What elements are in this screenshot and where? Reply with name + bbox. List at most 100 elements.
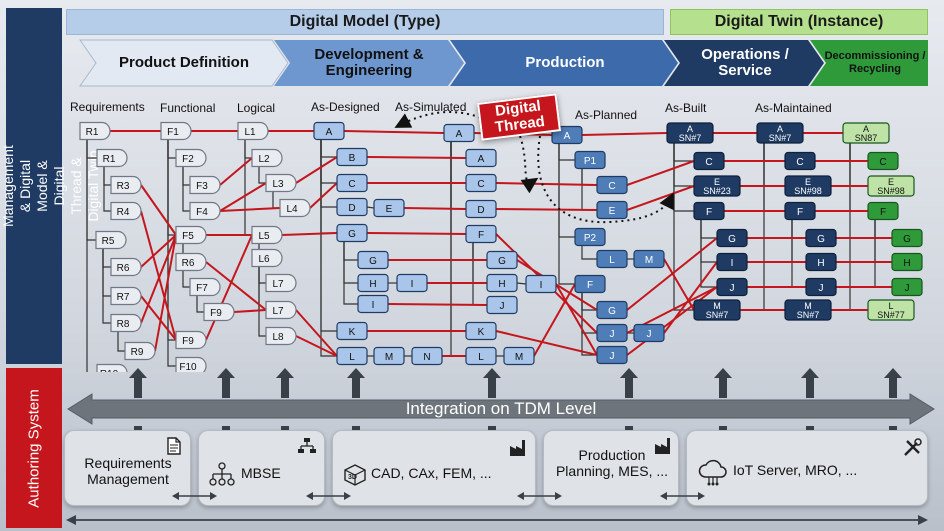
node-as-designed-e[interactable]: E: [373, 198, 405, 218]
node-as-designed-c[interactable]: C: [336, 173, 368, 193]
node-as-simulated-j[interactable]: J: [486, 295, 518, 315]
tdm-arrow-up: [714, 368, 732, 398]
node-as-built-c[interactable]: C: [693, 151, 725, 171]
node-as-simulated-m[interactable]: M: [503, 346, 535, 366]
node-as-planned-j[interactable]: J: [596, 345, 628, 365]
node-logical-l3[interactable]: L3: [265, 173, 297, 193]
node-logical-l7[interactable]: L7: [265, 273, 297, 293]
node-logical-l8[interactable]: L8: [265, 326, 297, 346]
node-functional-f3[interactable]: F3: [189, 175, 221, 195]
node-as-planned-e[interactable]: E: [596, 200, 628, 220]
node-as-maintained-c[interactable]: C: [784, 151, 816, 171]
node-as-simulated-i[interactable]: I: [525, 274, 557, 294]
node-as-simulated-a[interactable]: A: [465, 148, 497, 168]
node-logical-l5[interactable]: L5: [251, 225, 283, 245]
node-recycling-g[interactable]: G: [891, 228, 923, 248]
node-functional-f1[interactable]: F1: [160, 121, 192, 141]
node-recycling-h[interactable]: H: [891, 252, 923, 272]
node-as-designed-a[interactable]: A: [313, 121, 345, 141]
system-requirements-management[interactable]: Requirements Management: [64, 430, 191, 506]
node-as-maintained-j[interactable]: J: [805, 277, 837, 297]
node-functional-r6[interactable]: R6: [175, 252, 207, 272]
node-logical-l4[interactable]: L4: [279, 198, 311, 218]
node-as-simulated-l[interactable]: L: [465, 346, 497, 366]
node-as-built-m-sn-7[interactable]: MSN#7: [693, 299, 741, 321]
node-as-planned-p2[interactable]: P2: [574, 227, 606, 247]
node-requirements-r4[interactable]: R4: [110, 201, 142, 221]
node-requirements-r3[interactable]: R3: [110, 175, 142, 195]
node-requirements-r9[interactable]: R9: [124, 341, 156, 361]
node-logical-l2[interactable]: L2: [251, 148, 283, 168]
node-recycling-f[interactable]: F: [867, 201, 899, 221]
node-as-planned-j[interactable]: J: [596, 323, 628, 343]
node-as-built-e-sn-23[interactable]: ESN#23: [693, 175, 741, 197]
node-requirements-r1[interactable]: R1: [79, 121, 111, 141]
node-as-planned-p1[interactable]: P1: [574, 150, 606, 170]
node-as-maintained-h[interactable]: H: [805, 252, 837, 272]
node-as-planned-m[interactable]: M: [633, 249, 665, 269]
system-production-planning[interactable]: Production Planning, MES, ...: [543, 430, 679, 506]
node-as-simulated-d[interactable]: D: [465, 199, 497, 219]
node-as-designed-b[interactable]: B: [336, 147, 368, 167]
node-as-designed-i[interactable]: I: [396, 273, 428, 293]
node-as-planned-j[interactable]: J: [633, 323, 665, 343]
node-requirements-r8[interactable]: R8: [110, 313, 142, 333]
node-as-planned-c[interactable]: C: [596, 175, 628, 195]
system-iot-mro[interactable]: IoT Server, MRO, ...: [686, 430, 928, 506]
node-as-simulated-c[interactable]: C: [465, 173, 497, 193]
node-requirements-r6[interactable]: R6: [110, 257, 142, 277]
node-as-designed-l[interactable]: L: [336, 346, 368, 366]
node-recycling-c[interactable]: C: [867, 151, 899, 171]
node-as-simulated-g[interactable]: G: [486, 250, 518, 270]
node-requirements-r5[interactable]: R5: [95, 230, 127, 250]
node-as-designed-g[interactable]: G: [357, 250, 389, 270]
node-functional-f9[interactable]: F9: [175, 330, 207, 350]
system-cad-cax-fem[interactable]: 3D CAD, CAx, FEM, ...: [332, 430, 536, 506]
node-as-maintained-m-sn-7[interactable]: MSN#7: [784, 299, 832, 321]
node-as-simulated-f[interactable]: F: [465, 224, 497, 244]
node-as-designed-i[interactable]: I: [357, 294, 389, 314]
node-as-designed-h[interactable]: H: [357, 273, 389, 293]
node-label: F: [478, 230, 484, 241]
node-as-maintained-g[interactable]: G: [805, 228, 837, 248]
node-as-built-i[interactable]: I: [716, 252, 748, 272]
node-functional-f5[interactable]: F5: [175, 225, 207, 245]
column-as-planned: As-Planned: [575, 108, 638, 122]
node-as-built-a-sn-7[interactable]: ASN#7: [666, 122, 714, 144]
node-functional-f2[interactable]: F2: [175, 148, 207, 168]
node-functional-f10[interactable]: F10: [175, 356, 207, 373]
node-as-simulated-h[interactable]: H: [486, 273, 518, 293]
node-label: D: [348, 203, 355, 214]
node-as-built-j[interactable]: J: [716, 277, 748, 297]
node-as-designed-k[interactable]: K: [336, 321, 368, 341]
node-as-built-g[interactable]: G: [716, 228, 748, 248]
node-logical-l7[interactable]: L7: [265, 300, 297, 320]
node-recycling-j[interactable]: J: [891, 277, 923, 297]
node-as-planned-g[interactable]: G: [596, 300, 628, 320]
node-requirements-r7[interactable]: R7: [110, 286, 142, 306]
node-logical-l6[interactable]: L6: [251, 248, 283, 268]
node-as-designed-d[interactable]: D: [336, 197, 368, 217]
node-as-designed-g[interactable]: G: [336, 223, 368, 243]
node-as-planned-l[interactable]: L: [596, 249, 628, 269]
column-requirements: Requirements: [70, 100, 145, 114]
node-as-maintained-a-sn-7[interactable]: ASN#7: [756, 122, 804, 144]
node-as-built-f[interactable]: F: [693, 201, 725, 221]
node-as-maintained-f[interactable]: F: [784, 201, 816, 221]
node-functional-f7[interactable]: F7: [189, 277, 221, 297]
node-requirements-r1[interactable]: R1: [96, 148, 128, 168]
node-recycling-l-sn-77[interactable]: LSN#77: [867, 299, 915, 321]
system-mbse[interactable]: MBSE: [198, 430, 325, 506]
node-as-simulated-a[interactable]: A: [443, 123, 475, 143]
node-as-maintained-e-sn-98[interactable]: ESN#98: [784, 175, 832, 197]
node-requirements-r10[interactable]: R10: [96, 363, 128, 373]
node-recycling-e-sn-98[interactable]: ESN#98: [867, 175, 915, 197]
node-as-simulated-k[interactable]: K: [465, 321, 497, 341]
node-functional-f4[interactable]: F4: [189, 201, 221, 221]
node-logical-l1[interactable]: L1: [237, 121, 269, 141]
node-as-designed-n[interactable]: N: [411, 346, 443, 366]
node-functional-f9[interactable]: F9: [203, 302, 235, 322]
node-as-designed-m[interactable]: M: [373, 346, 405, 366]
node-as-planned-f[interactable]: F: [574, 274, 606, 294]
